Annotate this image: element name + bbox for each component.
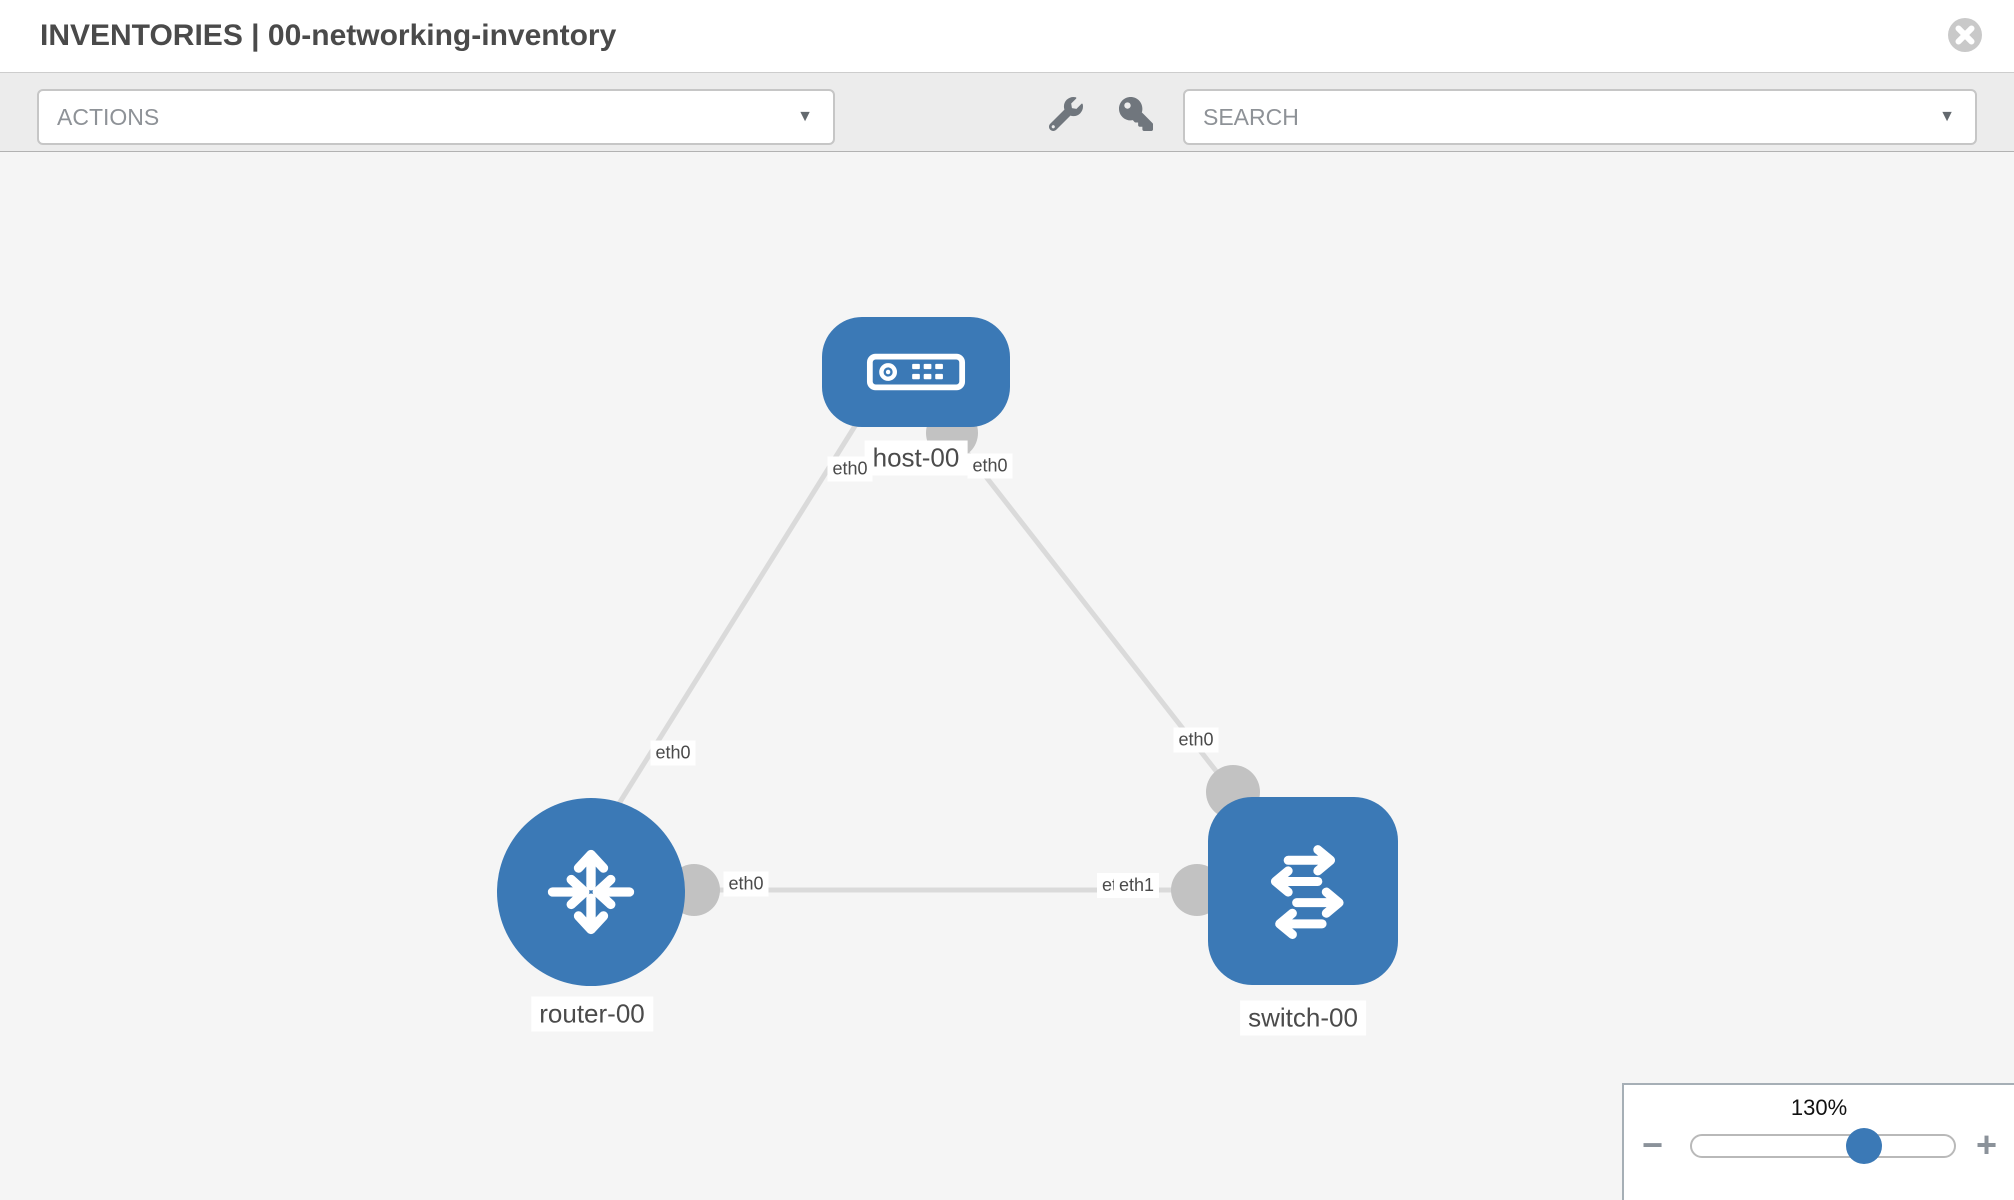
- interface-label-host-to-switch: eth0: [967, 453, 1013, 479]
- zoom-in-button[interactable]: +: [1976, 1124, 1998, 1165]
- chevron-down-icon: ▼: [1939, 108, 1955, 125]
- topology-canvas[interactable]: host-00 router-00 switch-00 eth0 eth0 et…: [0, 152, 2014, 1200]
- node-host-00[interactable]: [822, 317, 1010, 427]
- zoom-panel: 130% − +: [1622, 1083, 2014, 1200]
- node-label-router: router-00: [531, 996, 653, 1032]
- node-switch-00[interactable]: [1208, 797, 1398, 985]
- interface-label-switch-to-host: eth0: [1173, 727, 1219, 753]
- close-button[interactable]: [1946, 16, 1984, 54]
- zoom-slider-thumb[interactable]: [1846, 1128, 1882, 1164]
- wrench-icon: [1048, 96, 1083, 131]
- topology-links: [597, 407, 1262, 916]
- toolbar: ACTIONS ▼ SEARCH ▼: [0, 72, 2014, 152]
- search-dropdown-label: SEARCH: [1203, 104, 1299, 130]
- zoom-level-label: 130%: [1790, 1095, 1848, 1120]
- x-circle-icon: [1948, 18, 1982, 52]
- node-label-switch: switch-00: [1240, 1000, 1366, 1036]
- node-router-00[interactable]: [497, 798, 685, 986]
- zoom-out-button[interactable]: −: [1642, 1124, 1664, 1165]
- interface-label-router-to-host: eth0: [650, 740, 696, 766]
- actions-dropdown[interactable]: ACTIONS ▼: [37, 89, 835, 145]
- page-title: INVENTORIES | 00-networking-inventory: [40, 19, 617, 52]
- link-host-router: [597, 408, 868, 836]
- switch-icon: [1270, 845, 1344, 939]
- zoom-slider[interactable]: [1690, 1128, 1956, 1164]
- key-icon: [1119, 96, 1153, 131]
- wrench-button[interactable]: [1046, 95, 1086, 135]
- node-label-host: host-00: [864, 440, 968, 476]
- interface-label-host-to-router: eth0: [827, 456, 873, 482]
- key-button[interactable]: [1116, 95, 1156, 135]
- header: INVENTORIES | 00-networking-inventory: [0, 0, 2014, 72]
- chevron-down-icon: ▼: [797, 108, 813, 125]
- interface-label-switch-to-router: eth1: [1114, 873, 1160, 898]
- actions-dropdown-label: ACTIONS: [57, 104, 160, 130]
- interface-label-router-to-switch: eth0: [723, 871, 769, 897]
- search-dropdown[interactable]: SEARCH ▼: [1183, 89, 1977, 145]
- host-icon: [866, 353, 966, 391]
- router-icon: [547, 849, 635, 935]
